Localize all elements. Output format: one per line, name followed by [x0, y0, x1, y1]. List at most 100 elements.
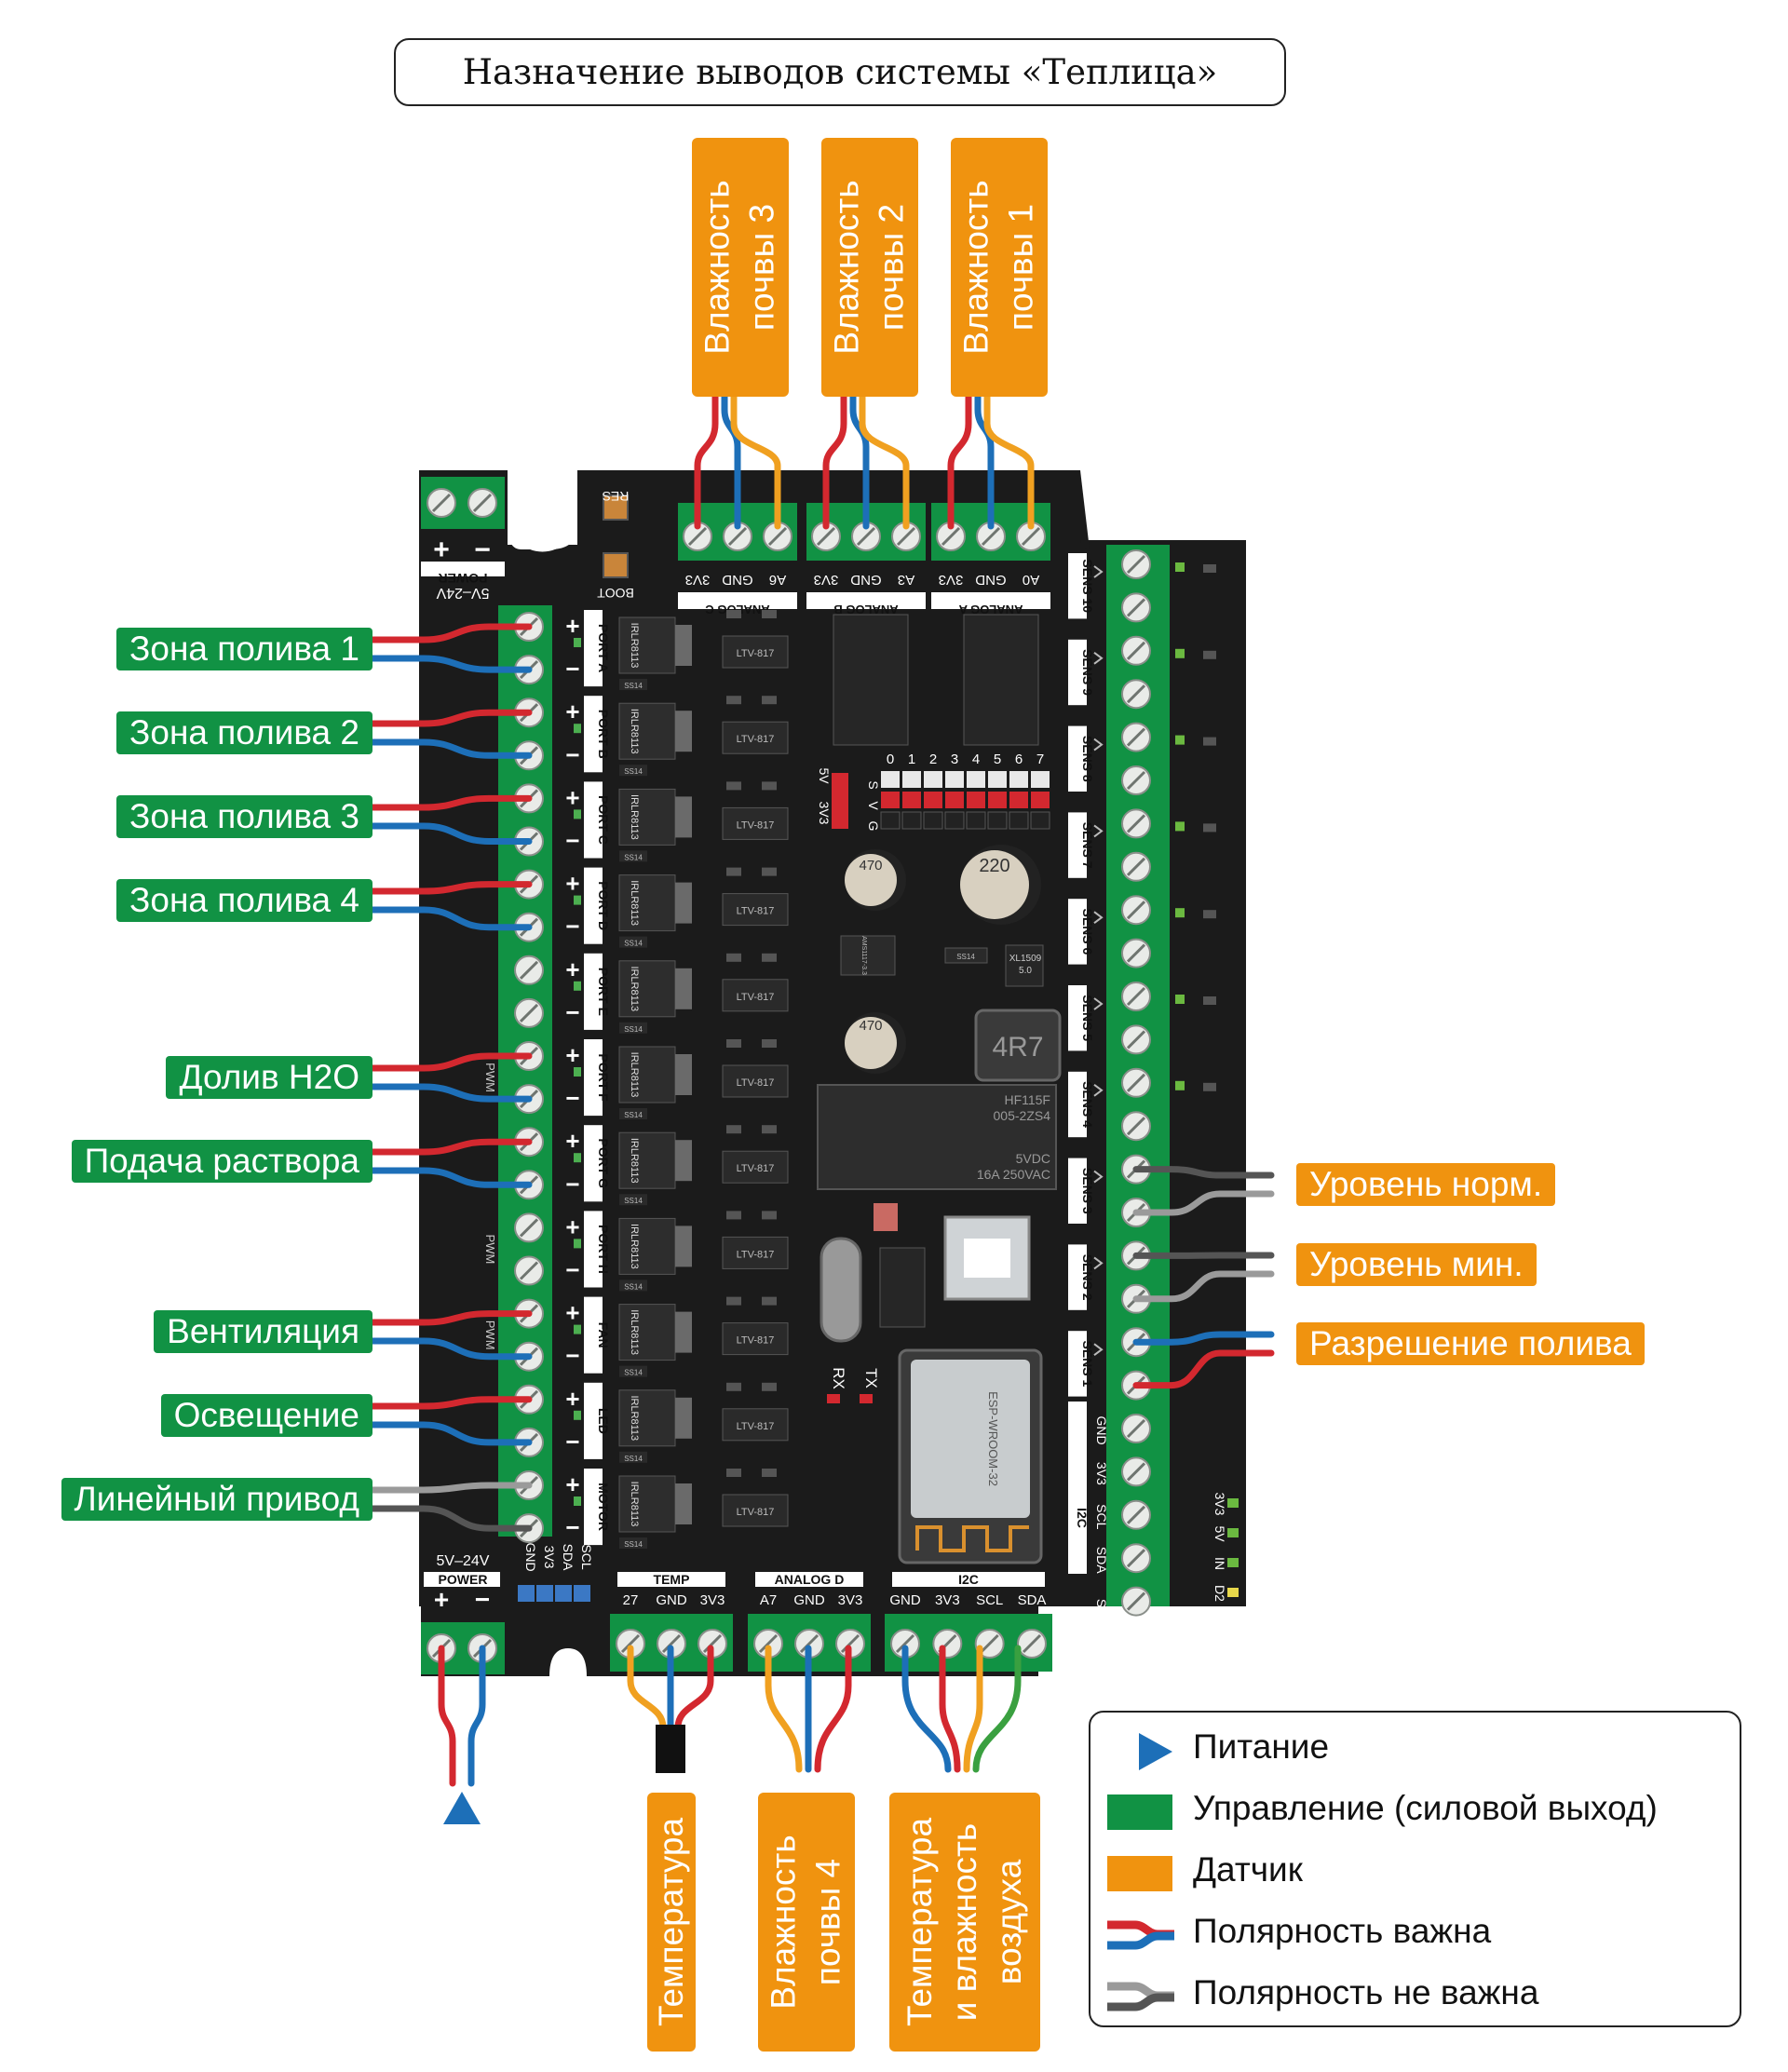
gpio-s-4	[967, 771, 985, 788]
sens-res-4	[1203, 910, 1216, 919]
res-b-8	[762, 1296, 777, 1306]
port-led-9	[574, 1410, 581, 1420]
sens-switch-9	[1093, 1343, 1104, 1356]
gpio-number-4: 4	[972, 752, 980, 767]
diode-10	[619, 1537, 647, 1549]
left-wire-a-4	[369, 1052, 533, 1072]
left-wire-b-8	[369, 1505, 533, 1532]
port-minus-4: −	[565, 998, 579, 1026]
temp-sensor-body	[656, 1725, 685, 1773]
port-led-4	[574, 981, 581, 991]
header-pin-label-0: GND	[523, 1542, 538, 1571]
status-led-2	[1227, 1558, 1239, 1567]
gpio-s-1	[902, 771, 921, 788]
diode-2	[619, 850, 647, 862]
analog-b-pin-1-slot	[856, 526, 876, 547]
analog-c-pin-0-slot	[687, 526, 708, 547]
analog-d-pin-label-2: 3V3	[838, 1592, 863, 1608]
sens-led-0	[1175, 562, 1185, 572]
mosfet-tab-10	[675, 1483, 692, 1524]
sens-led-5	[1175, 995, 1185, 1004]
opto-2	[722, 806, 789, 840]
analog-d-wire-red	[814, 1645, 852, 1773]
sens-label-7: SENS 3	[1080, 1168, 1095, 1214]
sens-res-0	[1203, 564, 1216, 573]
port-label-9: LED	[596, 1408, 611, 1434]
port-label-10: MOTOR	[596, 1483, 611, 1531]
right-pin-8-slot	[1126, 901, 1146, 920]
left-wire-b-6	[369, 1337, 533, 1361]
sens-led-4	[1175, 908, 1185, 918]
rx-label: RX	[830, 1367, 847, 1389]
esp32-shield	[911, 1360, 1030, 1518]
left-wire-b-5	[369, 1167, 533, 1188]
port-minus-7: −	[565, 1256, 579, 1284]
opto-7	[722, 1236, 789, 1269]
sensor-label-right-3: Разрешение полива	[1296, 1322, 1645, 1365]
status-led-1	[1227, 1528, 1239, 1537]
diode-4	[619, 1022, 647, 1034]
header-pin-label-1: 3V3	[542, 1546, 557, 1569]
i2c-wire-red	[939, 1645, 961, 1773]
gpio-number-7: 7	[1036, 752, 1044, 767]
diode-label-9: SS14	[624, 1455, 643, 1463]
mosfet-label-3: IRLR8113	[629, 880, 640, 926]
port-label-bg-9	[584, 1382, 603, 1459]
right-pin-23-slot	[1126, 1549, 1146, 1568]
tx-led	[860, 1394, 873, 1403]
gpio-number-1: 1	[908, 752, 915, 767]
port-minus-8: −	[565, 1342, 579, 1370]
sens-label-bg-7	[1068, 1158, 1087, 1224]
left-wire-b-2	[369, 822, 533, 845]
diagram-title: Назначение выводов системы «Теплица»	[394, 38, 1286, 106]
diode-9	[619, 1451, 647, 1463]
port-minus-5: −	[565, 1084, 579, 1112]
right-pin-21-slot	[1126, 1462, 1146, 1482]
power-top-pin-plus-slot	[431, 493, 452, 513]
port-plus-0: +	[565, 612, 579, 640]
mosfet-tab-1	[675, 711, 692, 752]
power-bottom-label-bg	[424, 1572, 500, 1587]
output-label-6: Подача раствора	[71, 1140, 372, 1183]
i2c-side-pin-2: SCL	[1094, 1504, 1109, 1529]
i2c-side-bg	[1068, 1402, 1087, 1574]
port-label-3: PORT D	[596, 881, 611, 930]
output-label-7: Вентиляция	[154, 1310, 372, 1353]
opto-8	[722, 1322, 789, 1356]
port-label-8: FAN	[596, 1322, 611, 1348]
port-led-6	[574, 1153, 581, 1163]
boot-label: BOOT	[597, 586, 634, 601]
diode-label-5: SS14	[624, 1111, 643, 1119]
res-b-0	[762, 610, 777, 618]
gpio-s-0	[881, 771, 900, 788]
gpio-number-0: 0	[887, 752, 894, 767]
res-b-2	[762, 781, 777, 791]
sens-label-2: SENS 8	[1080, 736, 1095, 782]
right-pin-11-slot	[1126, 1030, 1146, 1050]
grey-wire-icon-dark	[1107, 1993, 1174, 2011]
sens-label-bg-3	[1068, 812, 1087, 878]
boot-button	[603, 552, 629, 578]
gpio-row-label-1: V	[866, 801, 881, 810]
gpio-v-7	[1031, 792, 1050, 808]
mosfet-label-1: IRLR8113	[629, 709, 640, 754]
power-wire-red	[438, 1645, 456, 1787]
gpio-g-3	[944, 811, 965, 830]
xl1509-chip	[1005, 944, 1044, 987]
esp32-antenna	[915, 1525, 1029, 1552]
mosfet-tab-9	[675, 1397, 692, 1439]
header-pin-label-2: SDA	[561, 1544, 576, 1571]
power-top-minus-sign: −	[474, 535, 491, 565]
port-label-5: PORT F	[596, 1053, 611, 1102]
mosfet-2	[618, 788, 676, 846]
cap-470-a-top	[845, 854, 897, 906]
left-wire-a-3	[369, 881, 533, 895]
right-wire-b-0	[1132, 1190, 1275, 1216]
i2c-side-s: S	[1094, 1599, 1109, 1607]
port-led-10	[574, 1496, 581, 1506]
right-wire-a-0	[1132, 1166, 1275, 1179]
sensor-label-top-line2: почвы 2	[873, 203, 911, 332]
